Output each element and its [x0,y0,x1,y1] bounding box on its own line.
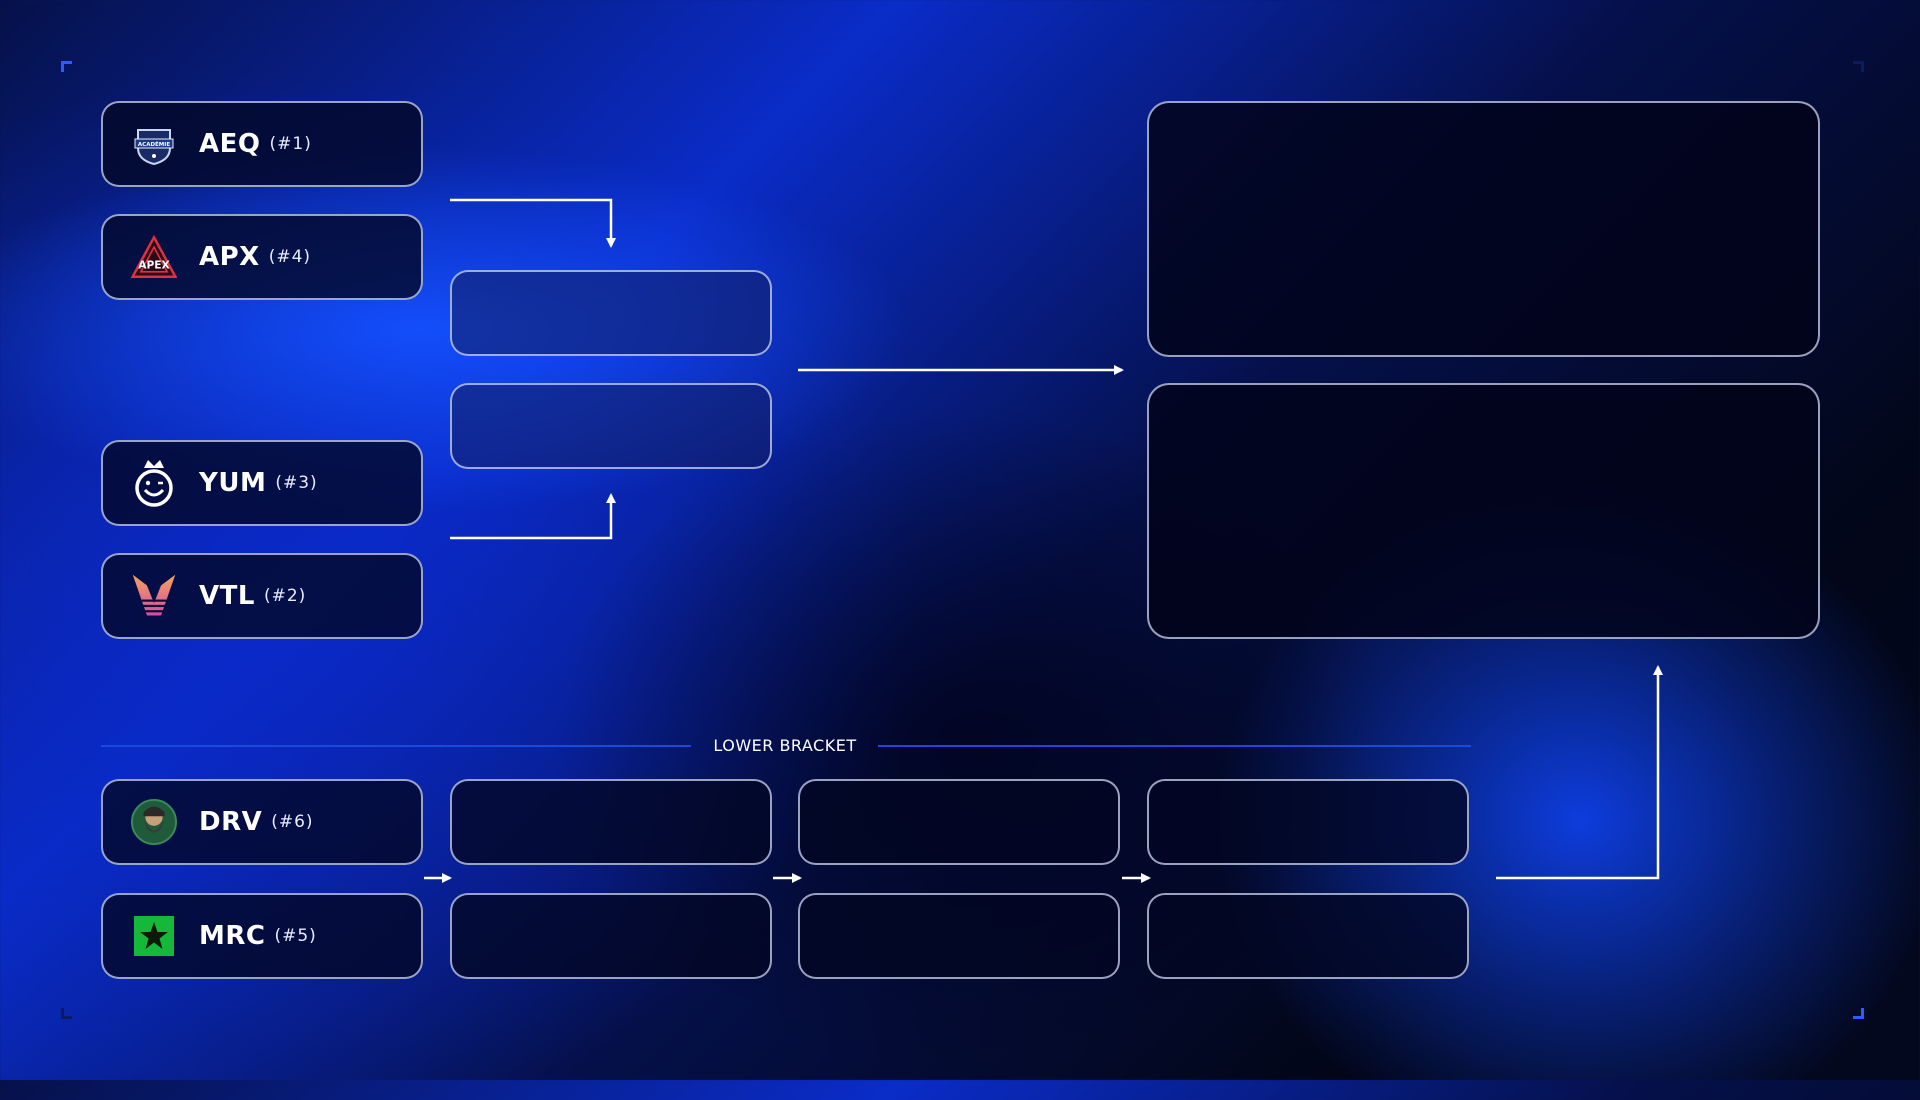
team-seed: (#5) [274,926,317,946]
apex-triangle-icon: APEX [131,234,177,280]
upper-semifinal-slot-2 [450,383,772,469]
team-slot-apx: APEX APX (#4) [101,214,423,300]
lower-bracket-divider-left [101,745,691,747]
connector-lower-final [1496,665,1663,880]
team-tag: VTL [199,581,255,611]
team-tag: MRC [199,921,266,951]
frame-corner-top-right [1853,61,1864,72]
frame-corner-top-left [61,61,72,72]
team-slot-aeq: ACADÉMIE AEQ (#1) [101,101,423,187]
team-tag: AEQ [199,129,261,159]
team-tag: DRV [199,807,263,837]
team-tag: YUM [199,468,267,498]
lower-round3-slot-1 [1147,779,1469,865]
apx-logo-text: APEX [138,259,170,272]
team-slot-mrc: MRC (#5) [101,893,423,979]
frame-corner-bottom-left [61,1008,72,1019]
team-tag: APX [199,242,260,272]
team-seed: (#6) [271,812,314,832]
grand-final-slot-1 [1147,101,1820,357]
team-seed: (#2) [263,586,307,606]
team-seed: (#1) [269,134,312,154]
lower-bracket-label: LOWER BRACKET [713,736,857,755]
upper-semifinal-slot-1 [450,270,772,356]
lower-round2-slot-1 [798,779,1120,865]
connector-aeq-apx [450,198,616,248]
green-star-icon [131,913,177,959]
grand-final-slot-2 [1147,383,1820,639]
team-seed: (#4) [268,247,312,267]
lower-round1-slot-1 [450,779,772,865]
striped-v-icon [131,573,177,619]
team-seed: (#3) [275,473,318,493]
academie-shield-icon: ACADÉMIE [131,121,177,167]
team-slot-drv: DRV (#6) [101,779,423,865]
lower-round1-slot-2 [450,893,772,979]
bearded-avatar-icon [131,799,177,845]
lower-round2-slot-2 [798,893,1120,979]
frame-corner-bottom-right [1853,1008,1864,1019]
connector-yum-vtl [450,493,616,540]
lower-bracket-divider-right [878,745,1471,747]
team-slot-vtl: VTL (#2) [101,553,423,639]
team-slot-yum: YUM (#3) [101,440,423,526]
aeq-logo-text: ACADÉMIE [138,140,170,148]
lower-round3-slot-2 [1147,893,1469,979]
crown-smiley-icon [131,460,177,507]
